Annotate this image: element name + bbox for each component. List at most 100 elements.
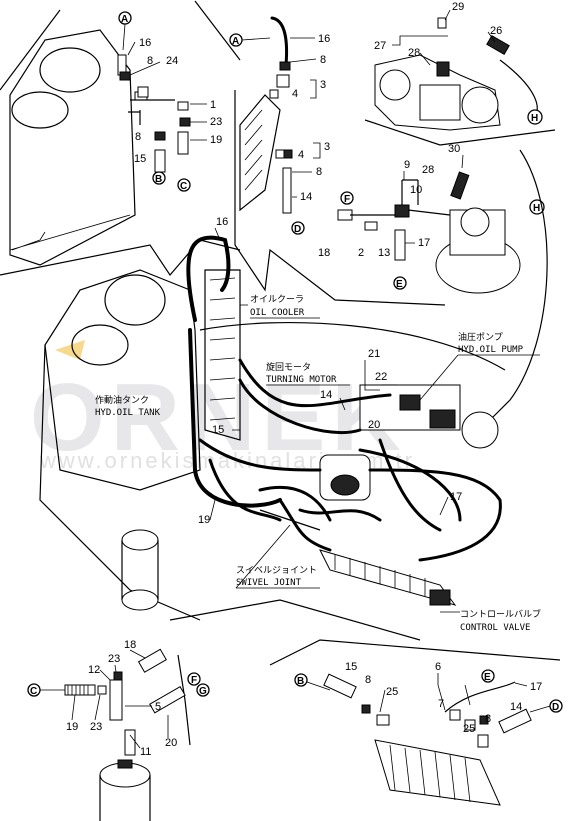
- connector-b-top-left: [152, 171, 166, 185]
- connector-d-label-2: D: [552, 702, 559, 713]
- callout-2: 2: [358, 247, 364, 259]
- caption-swivel-joint: スイベルジョイント SWIVEL JOINT: [235, 524, 320, 589]
- callout-30: 30: [448, 143, 460, 155]
- connector-h-top-right: [527, 109, 543, 125]
- caption-swivel-joint-jp: スイベルジョイント: [236, 566, 317, 576]
- connector-e-mid: [393, 276, 407, 290]
- callout-3-a: 3: [320, 79, 326, 91]
- caption-control-valve-en: CONTROL VALVE: [460, 623, 530, 633]
- caption-control-valve: コントロールバルブ CONTROL VALVE: [440, 608, 541, 633]
- callout-27: 27: [374, 40, 386, 52]
- connector-g-bottom-left: [196, 683, 210, 697]
- callout-frame-bottom: [0, 239, 241, 276]
- callout-14-c: 14: [510, 701, 522, 713]
- connector-a-label-1: A: [121, 14, 128, 25]
- caption-swivel-joint-en: SWIVEL JOINT: [236, 578, 302, 588]
- connector-b-label-1: B: [155, 174, 162, 185]
- caption-control-valve-jp: コントロールバルブ: [460, 608, 541, 620]
- callout-25-b: 25: [463, 723, 475, 735]
- callout-8-d: 8: [316, 166, 322, 178]
- callout-8-a: 8: [147, 55, 153, 67]
- callout-1: 1: [210, 99, 216, 111]
- connector-b-bottom-right: [294, 673, 308, 687]
- connector-a-label-2: A: [232, 36, 239, 47]
- callout-8-f: 8: [485, 713, 491, 725]
- detail-tank-top-left: 16 8 24 1 23 19 8 15 A B C: [0, 9, 241, 276]
- watermark-logo-mark: [55, 340, 85, 360]
- connector-f-bottom-left: [187, 672, 201, 686]
- connector-c-label-1: C: [180, 181, 187, 192]
- caption-hyd-oil-pump-jp: 油圧ポンプ: [458, 331, 503, 343]
- connector-e-bottom-right: [481, 669, 495, 683]
- callout-18-a: 18: [318, 247, 330, 259]
- callout-15-c: 15: [345, 661, 357, 673]
- callout-16-b: 16: [318, 33, 330, 45]
- callout-19-a: 19: [210, 134, 222, 146]
- callout-23-c: 23: [90, 721, 102, 733]
- callout-6: 6: [435, 661, 441, 673]
- callout-23-b: 23: [108, 653, 120, 665]
- callout-17-a: 17: [418, 237, 430, 249]
- caption-hyd-oil-pump: 油圧ポンプ HYD.OIL PUMP: [419, 331, 540, 401]
- detail-oil-cooler-top: 16 8 3 4 3 4 8 14 A D: [194, 0, 446, 306]
- br-hose-15: [323, 673, 357, 699]
- caption-hyd-oil-pump-en: HYD.OIL PUMP: [458, 345, 524, 355]
- callout-25-a: 25: [386, 686, 398, 698]
- callout-14-b: 14: [320, 389, 332, 401]
- caption-hyd-oil-tank: 作動油タンク HYD.OIL TANK: [95, 394, 161, 418]
- callout-20-b: 20: [165, 737, 177, 749]
- callout-17-b: 17: [450, 491, 462, 503]
- connector-h-mid-right: [529, 199, 545, 215]
- connector-c-label-2: C: [30, 686, 37, 697]
- callout-12: 12: [88, 664, 100, 676]
- callout-11: 11: [140, 746, 151, 758]
- br-hose-14: [498, 708, 532, 734]
- callout-22: 22: [375, 371, 387, 383]
- connector-f-label-1: F: [344, 194, 350, 205]
- callout-13: 13: [378, 247, 390, 259]
- callout-7: 7: [438, 698, 444, 710]
- connector-d-top-mid: [291, 221, 305, 235]
- connector-h-label-2: H: [533, 203, 540, 214]
- connector-b-label-2: B: [297, 676, 304, 687]
- callout-20-a: 20: [368, 419, 380, 431]
- callout-15-a: 15: [134, 153, 146, 165]
- tank-body-outline: [9, 29, 136, 266]
- caption-hyd-oil-tank-en: HYD.OIL TANK: [95, 408, 161, 418]
- callout-28-b: 28: [422, 164, 434, 176]
- connector-g-label-1: G: [199, 686, 207, 697]
- callout-3-b: 3: [324, 141, 330, 153]
- callout-frame-bottom-right: [269, 639, 561, 666]
- callout-19-b: 19: [198, 514, 210, 526]
- detail-pump-mid-right: 9 28 30 10 18 2 13 17 F E H: [318, 143, 548, 421]
- callout-19-c: 19: [66, 721, 78, 733]
- callout-21: 21: [368, 348, 380, 360]
- caption-turning-motor-jp: 旋回モータ: [266, 361, 311, 373]
- main-control-valve: [319, 549, 457, 606]
- oil-cooler-body: [239, 94, 281, 212]
- caption-oil-cooler-jp: オイルクーラ: [250, 294, 304, 305]
- main-assembly: 16 21 22 14 15 20 17 19: [39, 216, 506, 641]
- callout-10: 10: [410, 184, 422, 196]
- caption-turning-motor: 旋回モータ TURNING MOTOR: [266, 361, 350, 386]
- connector-d-label-1: D: [294, 224, 301, 235]
- callout-8-c: 8: [320, 54, 326, 66]
- callout-14-a: 14: [300, 191, 312, 203]
- callout-24: 24: [166, 55, 178, 67]
- connector-c-top-left: [177, 178, 191, 192]
- caption-oil-cooler: オイルクーラ OIL COOLER: [240, 294, 320, 319]
- caption-turning-motor-en: TURNING MOTOR: [266, 375, 337, 385]
- callout-15-b: 15: [212, 424, 224, 436]
- watermark-brand: ORNEK: [30, 364, 407, 471]
- callout-4-a: 4: [292, 88, 298, 100]
- main-tank-outline: [44, 269, 201, 491]
- callout-16-a: 16: [139, 37, 151, 49]
- callout-8-e: 8: [365, 674, 371, 686]
- callout-frame-mid: [234, 90, 446, 306]
- caption-oil-cooler-en: OIL COOLER: [250, 308, 305, 318]
- callout-9: 9: [404, 159, 410, 171]
- callout-17-c: 17: [530, 681, 542, 693]
- connector-h-label-1: H: [531, 113, 538, 124]
- detail-swivel-bottom-left: 18 23 12 19 23 5 11 20 C F G: [27, 639, 210, 821]
